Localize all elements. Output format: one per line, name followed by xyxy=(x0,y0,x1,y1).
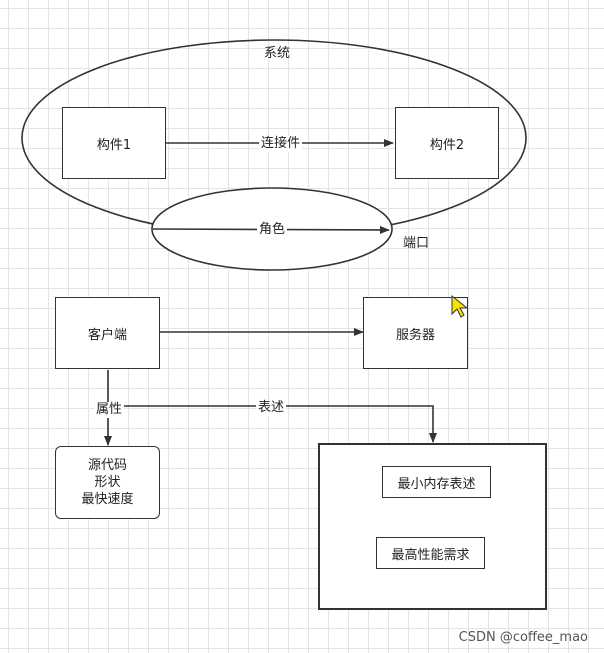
attribute-item: 形状 xyxy=(94,475,121,490)
representation-label: 表述 xyxy=(256,400,287,416)
client-box[interactable]: 客户端 xyxy=(55,297,160,369)
attributes-box[interactable]: 源代码 形状 最快速度 xyxy=(55,446,160,519)
representation-item: 最高性能需求 xyxy=(391,547,470,563)
port-label: 端口 xyxy=(403,236,430,251)
attribute-label: 属性 xyxy=(94,402,125,418)
representation-item-box[interactable]: 最高性能需求 xyxy=(376,537,485,569)
representation-item-box[interactable]: 最小内存表述 xyxy=(382,466,491,498)
component1-label: 构件1 xyxy=(96,137,132,153)
role-label: 角色 xyxy=(257,222,288,238)
connector-label: 连接件 xyxy=(259,136,303,152)
mouse-pointer-icon xyxy=(451,295,469,318)
representation-arrow xyxy=(108,405,437,443)
component1-box[interactable]: 构件1 xyxy=(62,107,166,179)
representation-item: 最小内存表述 xyxy=(397,476,476,492)
attribute-item: 源代码 xyxy=(87,458,127,473)
attribute-item: 最快速度 xyxy=(81,492,134,507)
client-label: 客户端 xyxy=(87,327,127,343)
watermark: CSDN @coffee_mao xyxy=(458,630,588,645)
component2-label: 构件2 xyxy=(429,137,465,153)
server-box[interactable]: 服务器 xyxy=(363,297,468,369)
component2-box[interactable]: 构件2 xyxy=(395,107,499,179)
system-label: 系统 xyxy=(264,46,291,61)
server-label: 服务器 xyxy=(395,327,435,343)
